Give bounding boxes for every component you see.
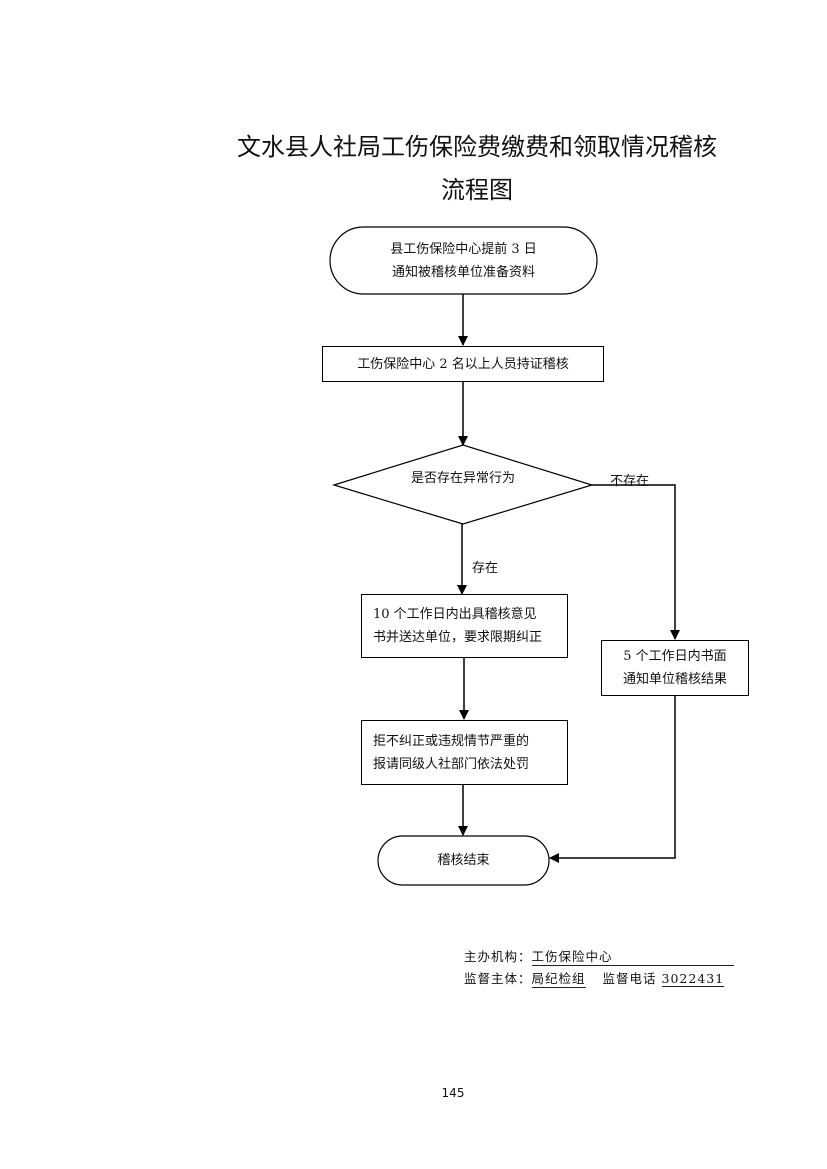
start-node: 县工伤保险中心提前 3 日通知被稽核单位准备资料 (330, 227, 597, 294)
verify-step-text: 工伤保险中心 2 名以上人员持证稽核 (357, 356, 569, 372)
phone-label: 监督电话 (602, 971, 657, 986)
decision-text: 是否存在异常行为 (410, 470, 515, 486)
end-text: 稽核结束 (437, 853, 490, 868)
opinion-line-1: 10 个工作日内出具稽核意见 (373, 607, 537, 622)
start-line-2: 通知被稽核单位准备资料 (391, 264, 535, 280)
organizer-label: 主办机构： (464, 949, 532, 964)
supervisor-value: 局纪检组 (531, 968, 586, 988)
penalty-line-1: 拒不纠正或违规情节严重的 (373, 733, 530, 749)
branch-no-label: 不存在 (610, 474, 650, 489)
notify-line-1: 5 个工作日内书面 (623, 649, 727, 664)
penalty-line-2: 报请同级人社部门依法处罚 (373, 756, 530, 772)
penalty-step-box: 拒不纠正或违规情节严重的报请同级人社部门依法处罚 (361, 720, 568, 785)
decision-node: 是否存在异常行为 (334, 466, 592, 490)
footer-organizer: 主办机构：工伤保险中心 (464, 946, 734, 966)
supervisor-label: 监督主体： (464, 971, 532, 986)
title-line-2: 流程图 (441, 176, 513, 204)
start-line-1: 县工伤保险中心提前 3 日 (390, 241, 537, 257)
opinion-step-box: 10 个工作日内出具稽核意见书并送达单位，要求限期纠正 (361, 594, 568, 658)
arrow-notify-to-end (549, 695, 676, 863)
title-line-1: 文水县人社局工伤保险费缴费和领取情况稽核 (237, 133, 717, 161)
organizer-value: 工伤保险中心 (531, 946, 734, 966)
branch-yes-label: 存在 (472, 561, 499, 576)
notify-line-2: 通知单位稽核结果 (622, 672, 727, 687)
page-number: 145 (441, 1086, 465, 1100)
notify-step-box: 5 个工作日内书面通知单位稽核结果 (601, 640, 749, 696)
opinion-line-2: 书并送达单位，要求限期纠正 (373, 630, 543, 645)
arrow-no-branch (592, 484, 680, 640)
verify-step-box: 工伤保险中心 2 名以上人员持证稽核 (322, 346, 604, 382)
end-node: 稽核结束 (378, 836, 549, 885)
phone-value: 3022431 (661, 971, 725, 987)
footer-supervisor: 监督主体：局纪检组 监督电话 3022431 (464, 968, 725, 988)
